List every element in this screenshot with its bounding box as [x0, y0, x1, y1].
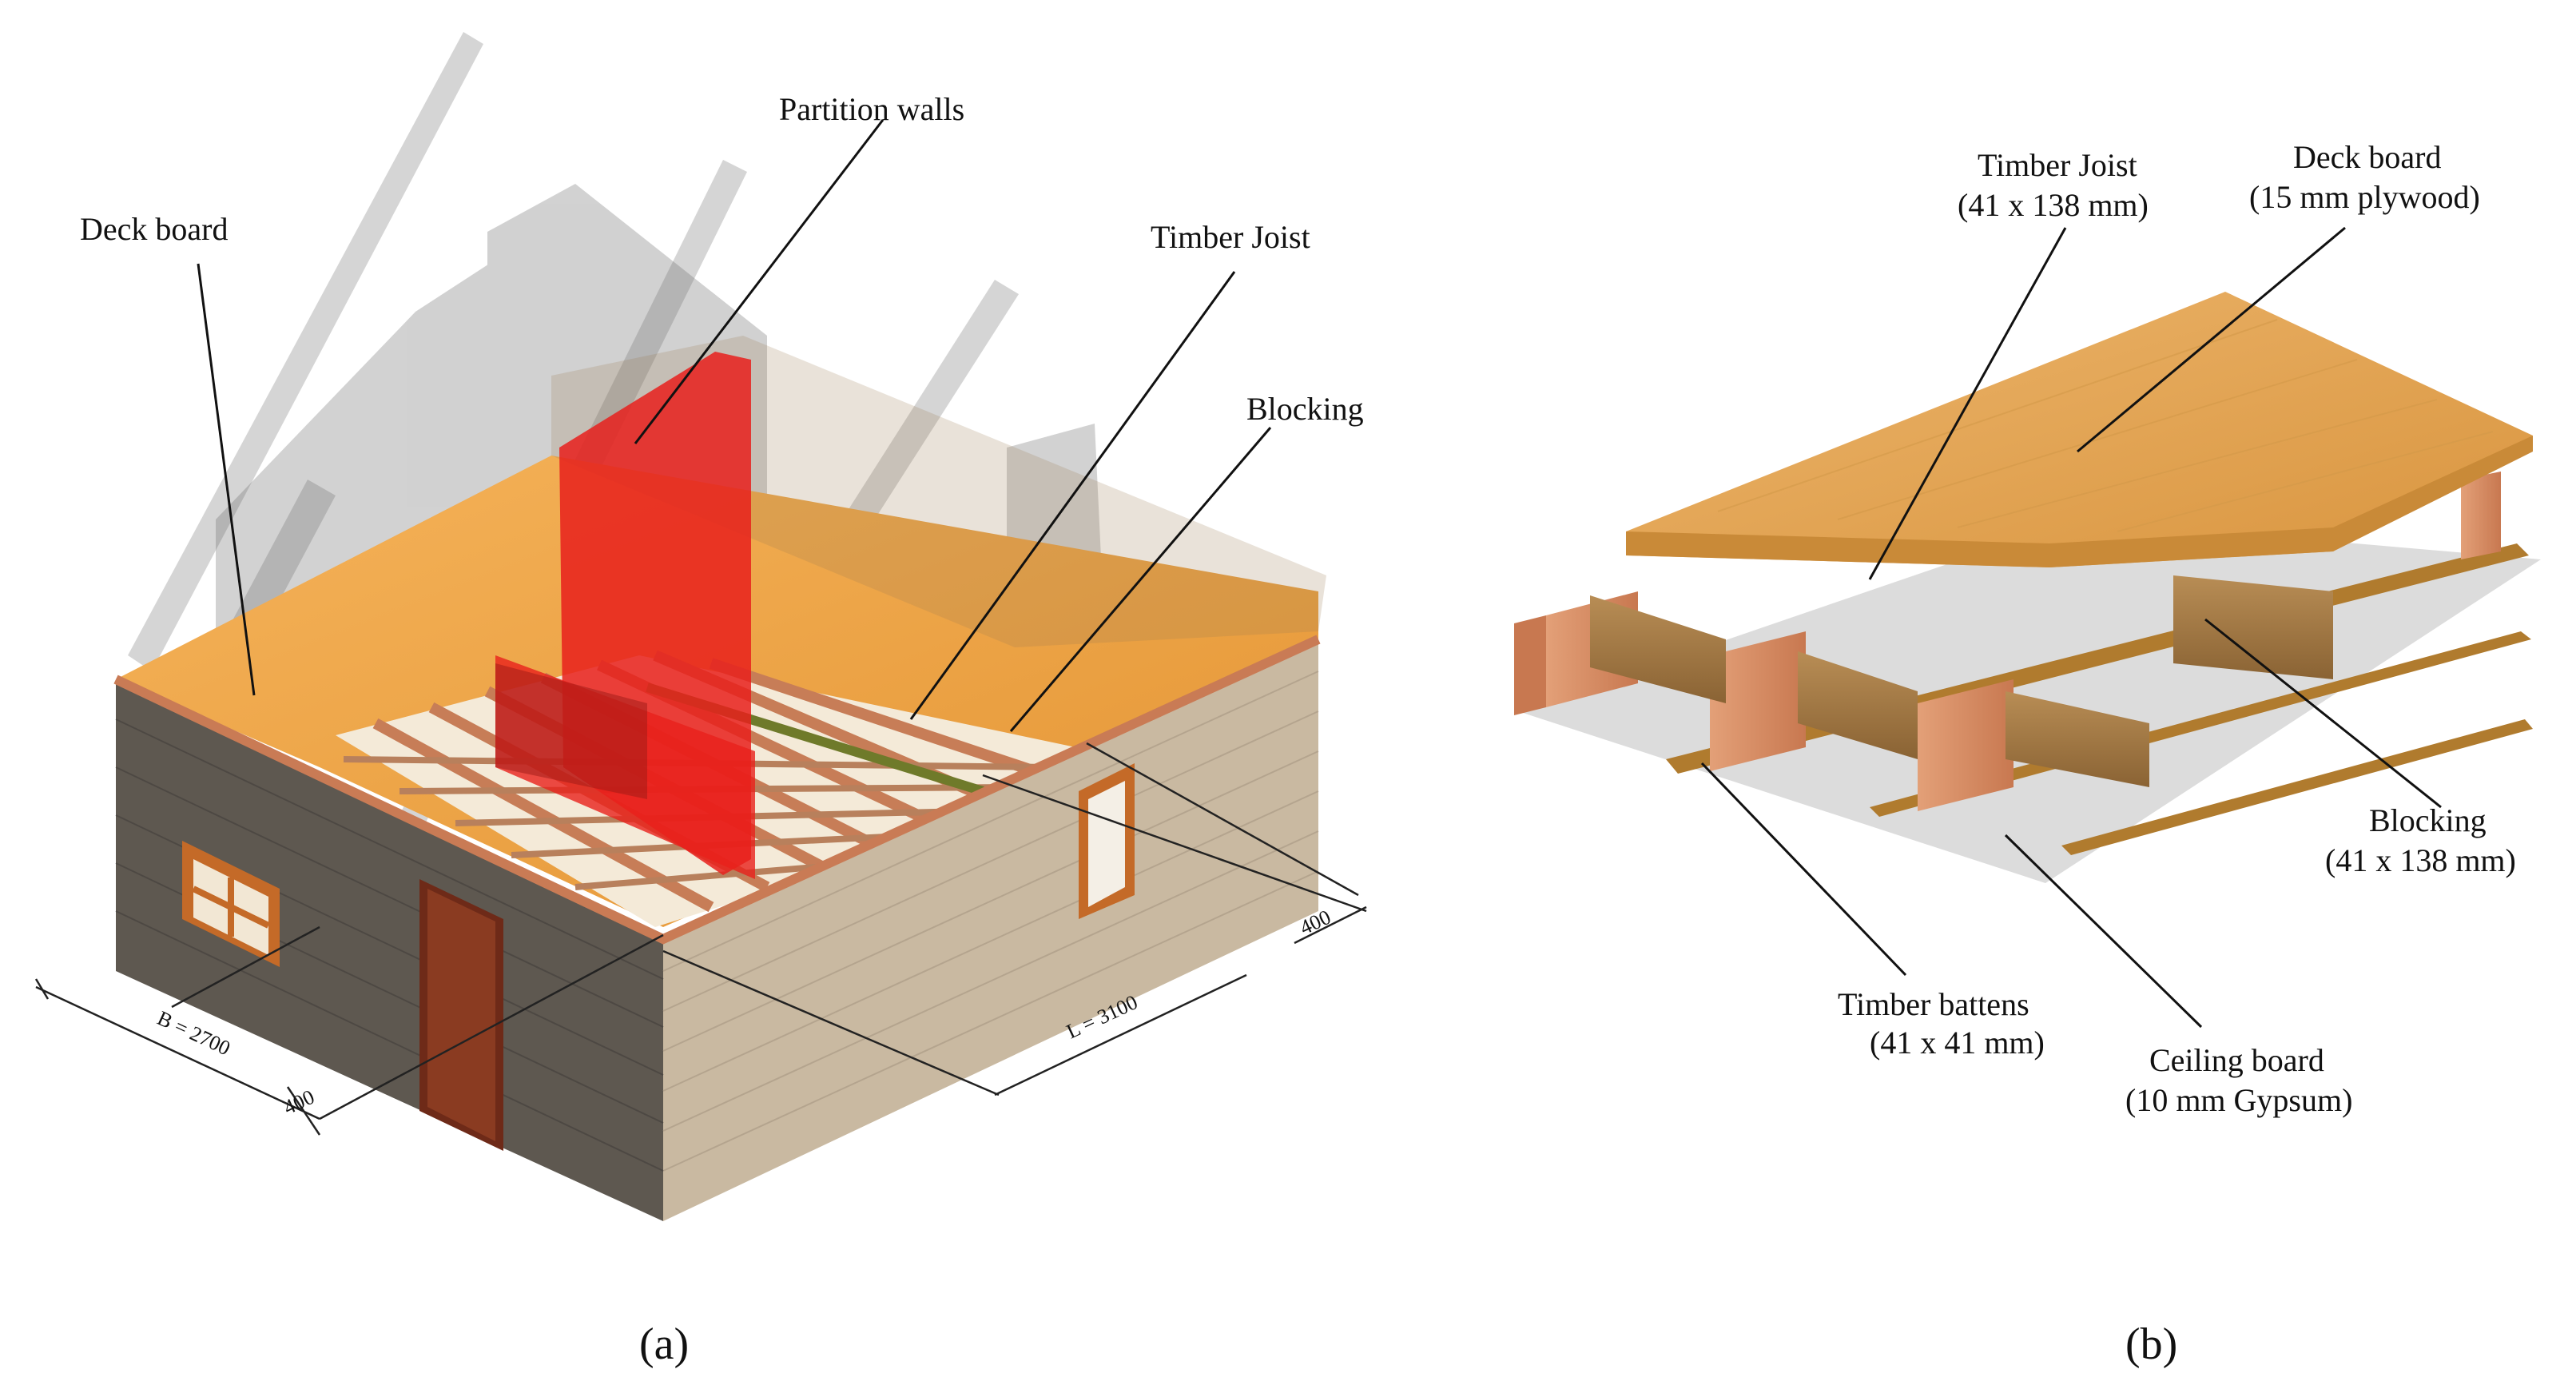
leader-ceiling-board — [2004, 834, 2203, 1029]
leader-blocking-a — [1009, 427, 1272, 732]
dimension-lines — [34, 742, 1367, 1136]
label-timber-joist-a: Timber Joist — [1151, 219, 1310, 255]
label-timber-battens-size: (41 x 41 mm) — [1870, 1025, 2045, 1061]
plywood-edge — [1626, 436, 2533, 567]
label-deck-board-b: Deck board — [2293, 139, 2441, 175]
label-partition-walls: Partition walls — [779, 91, 964, 127]
plywood-grain — [1717, 319, 2494, 532]
label-blocking-b: Blocking — [2369, 802, 2487, 838]
siding-lines — [662, 671, 1319, 1172]
label-timber-battens: Timber battens — [1838, 986, 2029, 1022]
caption-a: (a) — [639, 1319, 689, 1369]
rim-beam — [113, 635, 1321, 945]
window-right — [1079, 763, 1135, 919]
label-deck-board-b-spec: (15 mm plywood) — [2249, 179, 2480, 215]
left-wall — [116, 679, 663, 1221]
label-timber-joist-b: Timber Joist — [1978, 147, 2137, 183]
label-blocking-b-size: (41 x 138 mm) — [2325, 842, 2516, 878]
label-deck-board-a: Deck board — [80, 211, 228, 247]
panel-a-drawing: B = 2700 L = 3100 400 400 Deck board Par… — [34, 32, 1367, 1221]
right-wall — [663, 639, 1318, 1221]
leader-partition-walls — [634, 119, 885, 444]
leader-timber-battens — [1700, 762, 1907, 977]
plywood-deck — [1626, 292, 2533, 567]
dim-spacing-front: 400 — [280, 1085, 318, 1120]
label-ceiling-board: Ceiling board — [2149, 1042, 2324, 1078]
panel-b-drawing: Timber Joist (41 x 138 mm) Deck board (1… — [1514, 139, 2541, 1118]
label-ceiling-board-spec: (10 mm Gypsum) — [2125, 1082, 2352, 1118]
leader-blocking-b — [2204, 618, 2442, 809]
leader-deck-board-b — [2077, 226, 2346, 453]
label-timber-joist-b-size: (41 x 138 mm) — [1958, 187, 2149, 223]
window-left — [182, 841, 280, 967]
door — [419, 879, 503, 1151]
leader-timber-joist-a — [909, 271, 1236, 720]
caption-b: (b) — [2125, 1319, 2177, 1369]
partition-wall-dark — [495, 663, 647, 799]
leader-deck-board-a — [197, 263, 256, 696]
label-blocking-a: Blocking — [1246, 391, 1364, 427]
blocking-pieces — [1590, 575, 2333, 787]
leader-timber-joist-b — [1868, 227, 2067, 580]
